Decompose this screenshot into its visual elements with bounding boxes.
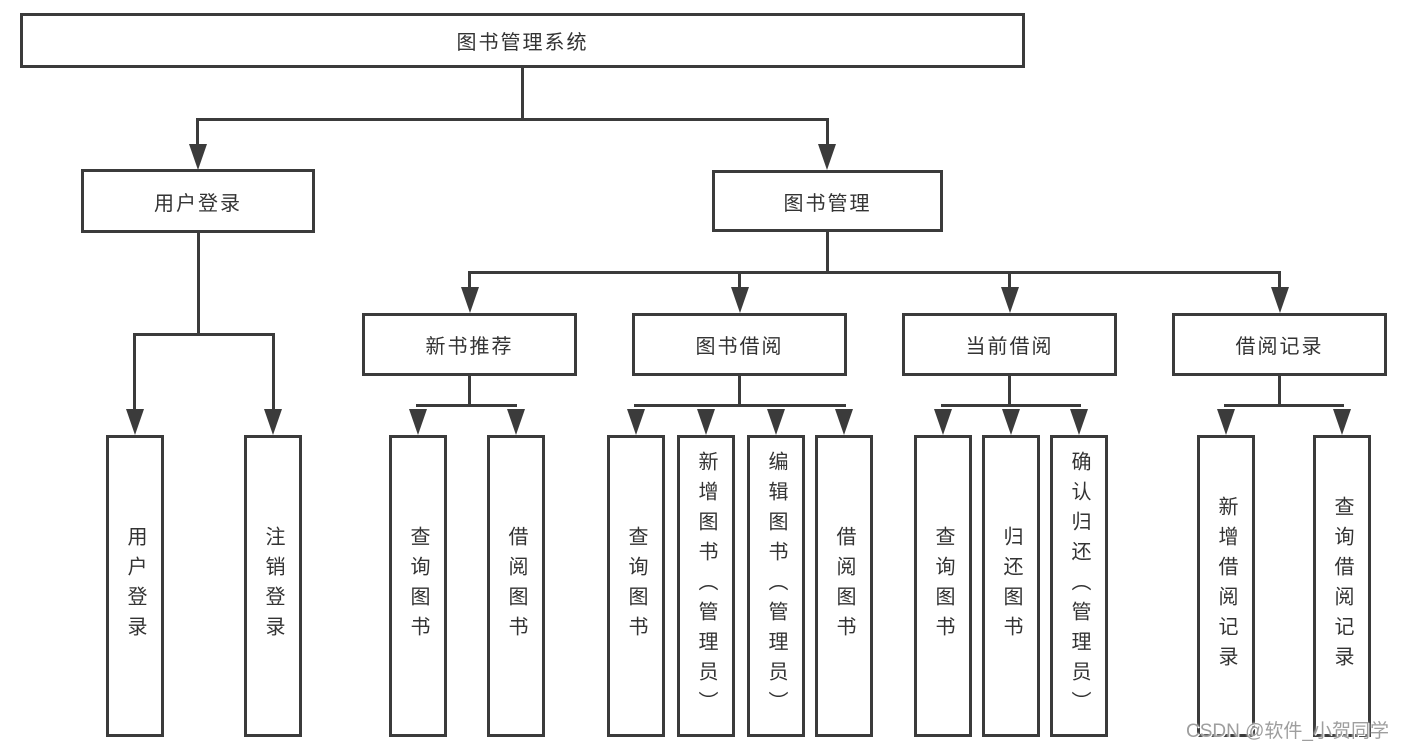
arrow-down-icon: [1070, 409, 1088, 435]
connector-line: [468, 271, 471, 289]
arrow-down-icon: [1001, 287, 1019, 313]
node-user-login: 用户登录: [81, 169, 315, 233]
connector-line: [1278, 376, 1281, 407]
node-new-book-recommend-label: 新书推荐: [425, 336, 514, 358]
leaf-query-books-recommend-label: 查询图书: [407, 526, 429, 646]
arrow-down-icon: [818, 144, 836, 170]
node-book-management-label: 图书管理: [783, 192, 872, 215]
leaf-user-login: 用户登录: [106, 435, 164, 737]
arrow-down-icon: [189, 144, 207, 170]
node-new-book-recommend: 新书推荐: [362, 313, 577, 376]
leaf-query-books-recommend: 查询图书: [389, 435, 447, 737]
leaf-edit-books-admin: 编辑图书（管理员）: [747, 435, 805, 737]
leaf-add-borrow-record-label: 新增借阅记录: [1215, 496, 1237, 676]
leaf-query-borrow-record: 查询借阅记录: [1313, 435, 1371, 737]
leaf-add-books-admin: 新增图书（管理员）: [677, 435, 735, 737]
leaf-borrow-books-recommend: 借阅图书: [487, 435, 545, 737]
connector-line: [1008, 271, 1011, 289]
leaf-query-books-borrow-label: 查询图书: [625, 526, 647, 646]
arrow-down-icon: [1271, 287, 1289, 313]
arrow-down-icon: [1333, 409, 1351, 435]
leaf-query-books-borrow: 查询图书: [607, 435, 665, 737]
arrow-down-icon: [409, 409, 427, 435]
leaf-query-books-current: 查询图书: [914, 435, 972, 737]
arrow-down-icon: [1002, 409, 1020, 435]
leaf-edit-books-admin-label: 编辑图书（管理员）: [765, 451, 787, 721]
connector-line: [468, 271, 1281, 274]
arrow-down-icon: [1217, 409, 1235, 435]
arrow-down-icon: [126, 409, 144, 435]
node-book-borrow-label: 图书借阅: [695, 336, 784, 358]
connector-line: [1278, 271, 1281, 289]
connector-line: [197, 233, 200, 333]
connector-line: [416, 404, 517, 407]
leaf-return-books-label: 归还图书: [1000, 526, 1022, 646]
node-root: 图书管理系统: [20, 13, 1025, 68]
leaf-add-books-admin-label: 新增图书（管理员）: [695, 451, 717, 721]
leaf-query-books-current-label: 查询图书: [932, 526, 954, 646]
leaf-query-borrow-record-label: 查询借阅记录: [1331, 496, 1353, 676]
watermark-text: CSDN @软件_小贺同学: [1186, 721, 1389, 742]
arrow-down-icon: [627, 409, 645, 435]
node-root-label: 图书管理系统: [456, 32, 589, 54]
arrow-down-icon: [507, 409, 525, 435]
connector-line: [196, 118, 199, 144]
node-book-management: 图书管理: [712, 170, 943, 232]
leaf-return-books: 归还图书: [982, 435, 1040, 737]
connector-line: [134, 333, 275, 336]
leaf-confirm-return-admin: 确认归还（管理员）: [1050, 435, 1108, 737]
connector-line: [826, 232, 829, 271]
leaf-logout-label: 注销登录: [262, 526, 284, 646]
leaf-add-borrow-record: 新增借阅记录: [1197, 435, 1255, 737]
connector-line: [1224, 404, 1344, 407]
leaf-borrow-books: 借阅图书: [815, 435, 873, 737]
connector-line: [521, 68, 524, 119]
node-borrow-records-label: 借阅记录: [1235, 336, 1324, 358]
connector-line: [1008, 376, 1011, 407]
arrow-down-icon: [835, 409, 853, 435]
arrow-down-icon: [934, 409, 952, 435]
arrow-down-icon: [767, 409, 785, 435]
connector-line: [272, 333, 275, 409]
leaf-confirm-return-admin-label: 确认归还（管理员）: [1068, 451, 1090, 721]
arrow-down-icon: [697, 409, 715, 435]
node-current-borrow-label: 当前借阅: [965, 336, 1054, 358]
node-book-borrow: 图书借阅: [632, 313, 847, 376]
connector-line: [634, 404, 846, 407]
connector-line: [468, 376, 471, 407]
arrow-down-icon: [264, 409, 282, 435]
connector-line: [133, 333, 136, 409]
leaf-borrow-books-label: 借阅图书: [833, 526, 855, 646]
connector-line: [826, 118, 829, 144]
connector-line: [196, 118, 829, 121]
node-current-borrow: 当前借阅: [902, 313, 1117, 376]
connector-line: [738, 376, 741, 407]
connector-line: [738, 271, 741, 289]
leaf-user-login-label: 用户登录: [124, 526, 146, 646]
node-borrow-records: 借阅记录: [1172, 313, 1387, 376]
leaf-borrow-books-recommend-label: 借阅图书: [505, 526, 527, 646]
leaf-logout: 注销登录: [244, 435, 302, 737]
node-user-login-label: 用户登录: [154, 192, 242, 215]
arrow-down-icon: [461, 287, 479, 313]
arrow-down-icon: [731, 287, 749, 313]
connector-line: [941, 404, 1081, 407]
